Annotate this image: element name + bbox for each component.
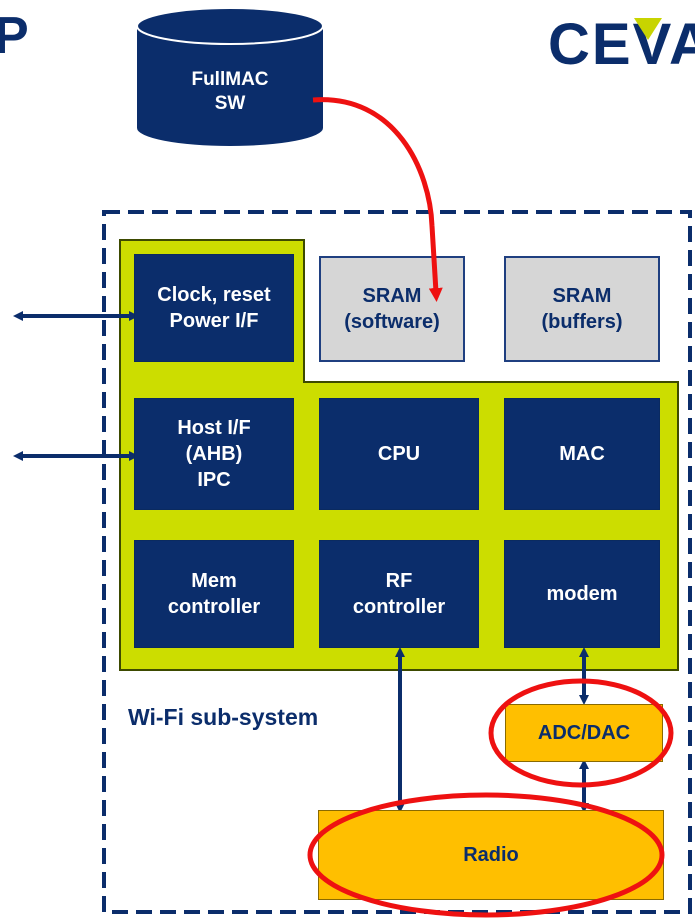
host-block: Host I/F (AHB) IPC	[134, 398, 294, 510]
sram-buffers-block: SRAM (buffers)	[504, 256, 660, 362]
database-icon	[136, 7, 324, 146]
left-logo-fragment: P	[0, 7, 29, 65]
ceva-logo-accent-icon	[634, 18, 662, 40]
rf-controller-block: RF controller	[319, 540, 479, 648]
radio-block: Radio	[318, 810, 664, 900]
ceva-logo: CEVA	[548, 12, 695, 77]
modem-block: modem	[504, 540, 660, 648]
subsystem-label: Wi-Fi sub-system	[128, 704, 319, 730]
clock-block: Clock, reset Power I/F	[134, 254, 294, 362]
storage-label: FullMAC SW	[191, 69, 269, 114]
adc-dac-block: ADC/DAC	[505, 704, 663, 762]
mem-controller-block: Mem controller	[134, 540, 294, 648]
mac-block: MAC	[504, 398, 660, 510]
sram-software-block: SRAM (software)	[319, 256, 465, 362]
cpu-block: CPU	[319, 398, 479, 510]
